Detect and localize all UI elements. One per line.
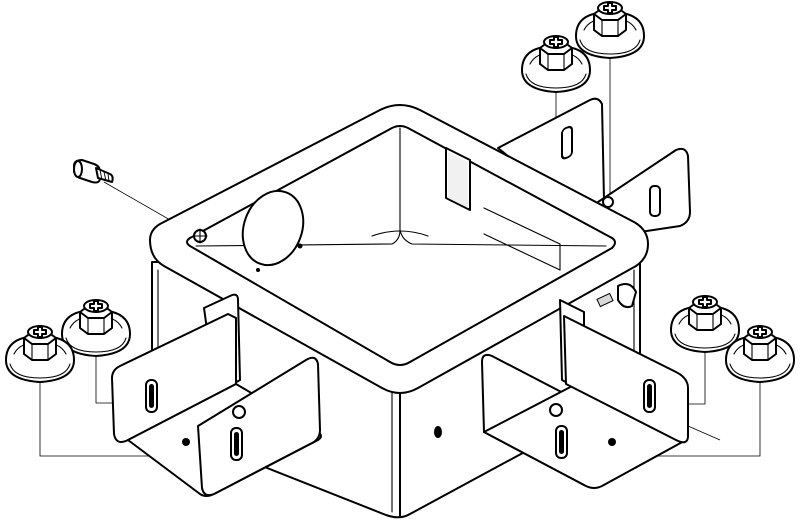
knockout-dot	[297, 243, 303, 249]
bracket-left	[111, 293, 322, 497]
knockout-dot-2	[256, 268, 260, 272]
box-inner-corner	[371, 230, 429, 237]
knockout-circle	[241, 189, 305, 267]
bracket-right-hole-2	[608, 438, 616, 446]
bracket-back-slot-2	[649, 185, 661, 217]
bracket-back-plate	[497, 97, 605, 215]
washer-head-screw-icon	[670, 295, 740, 353]
bracket-back-hole	[602, 196, 614, 208]
box-opening	[186, 125, 616, 366]
bracket-left-hole-2	[182, 438, 190, 446]
bracket-left-hole-1	[232, 405, 246, 419]
box-inner-back-right	[399, 229, 607, 247]
bracket-left-inner	[197, 356, 321, 497]
bracket-right-hole-1	[549, 403, 563, 417]
bracket-right-floor	[483, 381, 687, 489]
pan-head-screw-icon	[73, 159, 114, 184]
box-front-hole	[434, 426, 442, 438]
box-side-clip	[617, 283, 637, 309]
bracket-back-slot-1	[561, 125, 573, 160]
box-inner-bracket-edge	[483, 207, 561, 271]
bracket-left-outer	[111, 313, 237, 443]
box-side-notch	[596, 292, 614, 308]
washer-head-screw-icon	[61, 299, 131, 357]
washer-head-screw-icon	[575, 1, 645, 59]
bracket-right	[481, 299, 689, 489]
bracket-right-outer	[563, 315, 689, 444]
